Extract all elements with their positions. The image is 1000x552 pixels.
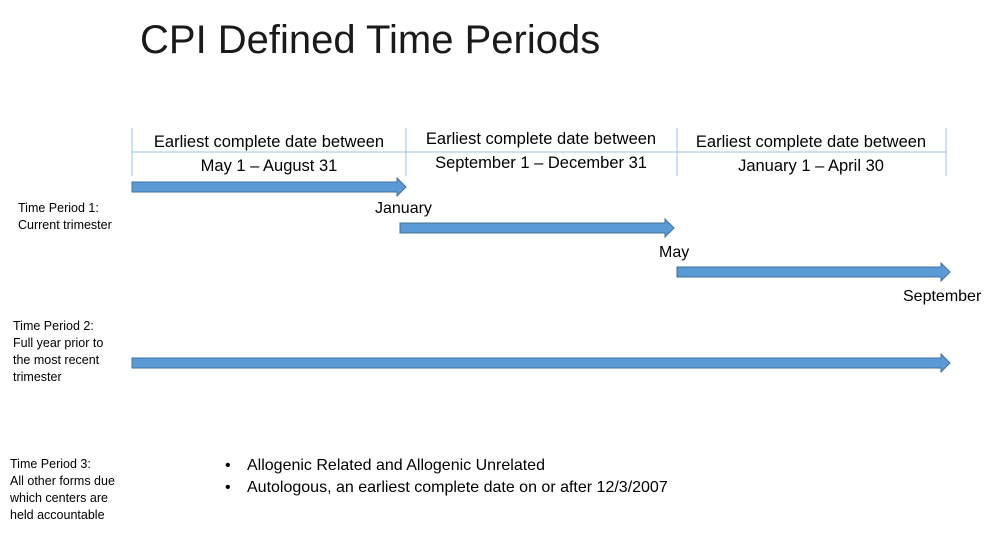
page-title: CPI Defined Time Periods	[140, 18, 601, 62]
range-header-line2: May 1 – August 31	[200, 157, 338, 175]
time-period-2-label: Time Period 2: Full year prior to the mo…	[13, 318, 103, 386]
bullet-list: Allogenic Related and Allogenic Unrelate…	[225, 455, 668, 499]
period1-arrow-2	[399, 217, 675, 239]
bullet-item: Allogenic Related and Allogenic Unrelate…	[225, 455, 668, 477]
time-period-name: Time Period 2:	[13, 319, 94, 333]
time-period-desc: Full year prior to	[13, 336, 104, 350]
month-label-may: May	[659, 244, 690, 261]
time-period-desc: which centers are	[10, 491, 108, 505]
range-header-line1: Earliest complete date between	[153, 133, 385, 151]
time-period-desc: the most recent	[13, 353, 100, 367]
time-period-desc: trimester	[13, 370, 62, 384]
range-header-2: Earliest complete date between September…	[400, 127, 682, 175]
time-period-3-label: Time Period 3: All other forms due which…	[10, 456, 115, 524]
bullet-item: Autologous, an earliest complete date on…	[225, 477, 668, 499]
range-header-3: Earliest complete date between January 1…	[672, 130, 950, 178]
range-header-1: Earliest complete date between May 1 – A…	[132, 130, 406, 178]
range-header-line2: January 1 – April 30	[738, 157, 884, 175]
range-header-line2: September 1 – December 31	[435, 154, 647, 172]
time-period-desc: All other forms due	[10, 474, 115, 488]
time-period-desc: held accountable	[10, 508, 105, 522]
month-label-january: January	[375, 200, 432, 217]
period1-arrow-3	[676, 261, 951, 283]
range-header-line1: Earliest complete date between	[425, 130, 657, 148]
time-period-1-label: Time Period 1: Current trimester	[18, 200, 112, 234]
time-period-name: Time Period 3:	[10, 457, 91, 471]
period1-arrow-1	[131, 176, 407, 198]
range-header-line1: Earliest complete date between	[695, 133, 927, 151]
month-label-september: September	[903, 288, 982, 305]
time-period-desc: Current trimester	[18, 218, 112, 232]
time-period-name: Time Period 1:	[18, 201, 99, 215]
period2-arrow	[131, 352, 951, 374]
